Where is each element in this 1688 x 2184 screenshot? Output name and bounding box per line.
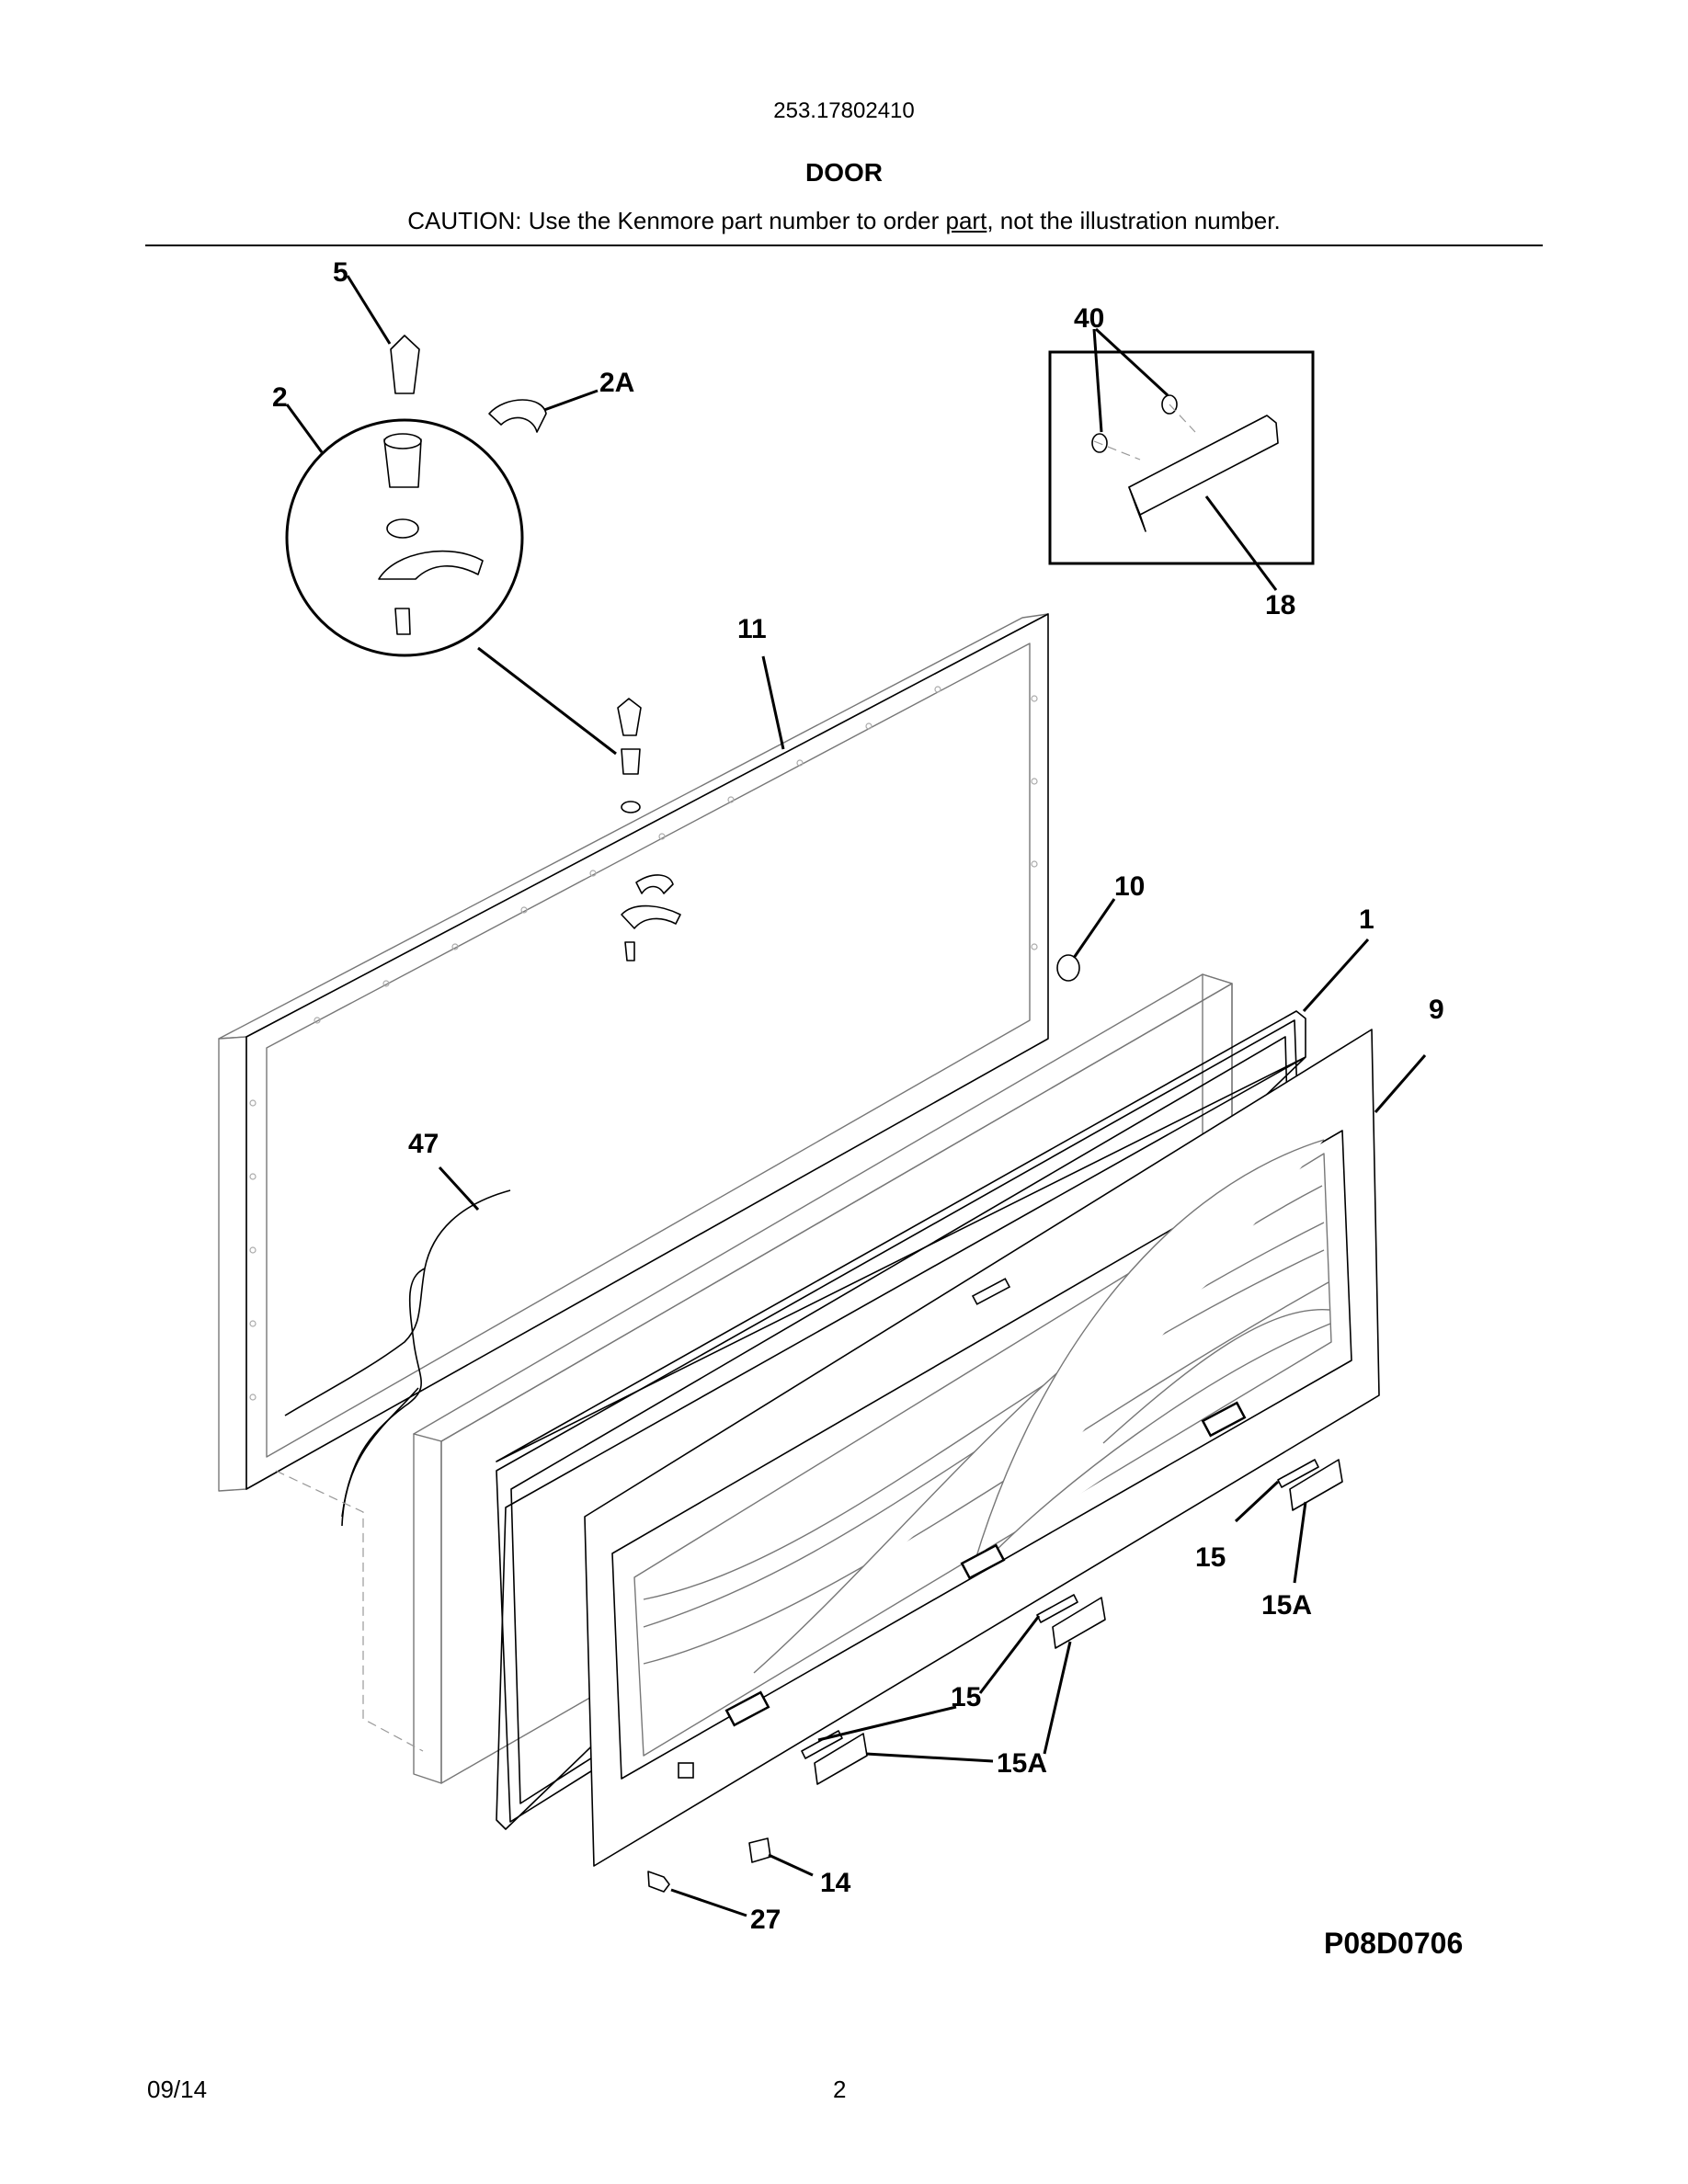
caution-note: CAUTION: Use the Kenmore part number to …	[0, 207, 1688, 235]
callout-18: 18	[1265, 590, 1295, 620]
plug-button	[1056, 954, 1080, 982]
callout-15a-right: 15A	[1261, 1590, 1312, 1621]
screw	[647, 1871, 670, 1893]
handle-inset-box	[1048, 350, 1315, 565]
footer-date: 09/14	[147, 2076, 208, 2103]
callout-14: 14	[820, 1868, 851, 1898]
callout-1: 1	[1359, 904, 1374, 935]
callout-15-right: 15	[1195, 1542, 1226, 1573]
callout-labels: 5 2 2A 40 18 11 10 1 9 47 15 15A 15 15A …	[272, 257, 1444, 1935]
door-switch	[748, 1837, 771, 1863]
hinge-detail-circle	[285, 418, 524, 657]
model-number: 253.17802410	[773, 98, 915, 123]
callout-2a: 2A	[599, 368, 634, 398]
inner-door-liner	[584, 1029, 1380, 1867]
page-number: 2	[833, 2076, 847, 2103]
callout-5: 5	[333, 257, 348, 288]
illustration-code: P08D0706	[1324, 1927, 1464, 1960]
leader-lines	[285, 275, 1427, 1917]
caution-part-link[interactable]: part	[945, 207, 987, 234]
callout-40: 40	[1074, 303, 1104, 334]
callout-10: 10	[1114, 871, 1145, 902]
hinge-covers	[814, 1459, 1343, 1785]
callout-2: 2	[272, 382, 288, 413]
callout-11: 11	[737, 614, 767, 644]
caution-suffix: , not the illustration number.	[987, 207, 1281, 234]
callout-9: 9	[1429, 995, 1444, 1025]
callout-15a-lower: 15A	[997, 1748, 1047, 1779]
installed-hinge-parts	[617, 698, 681, 961]
hinge-pin	[390, 335, 420, 394]
callout-15-middle: 15	[951, 1682, 981, 1712]
outer-door-panel	[218, 613, 1049, 1492]
header-rule	[145, 245, 1543, 246]
door-insulation-block	[413, 973, 1233, 1784]
caution-prefix: CAUTION: Use the Kenmore part number to …	[407, 207, 946, 234]
alignment-lines	[275, 404, 1196, 1752]
callout-47: 47	[408, 1129, 439, 1159]
section-title: DOOR	[805, 158, 883, 187]
wire-harness	[284, 1189, 511, 1527]
hinge-clip	[488, 399, 547, 433]
callout-27: 27	[750, 1905, 781, 1935]
